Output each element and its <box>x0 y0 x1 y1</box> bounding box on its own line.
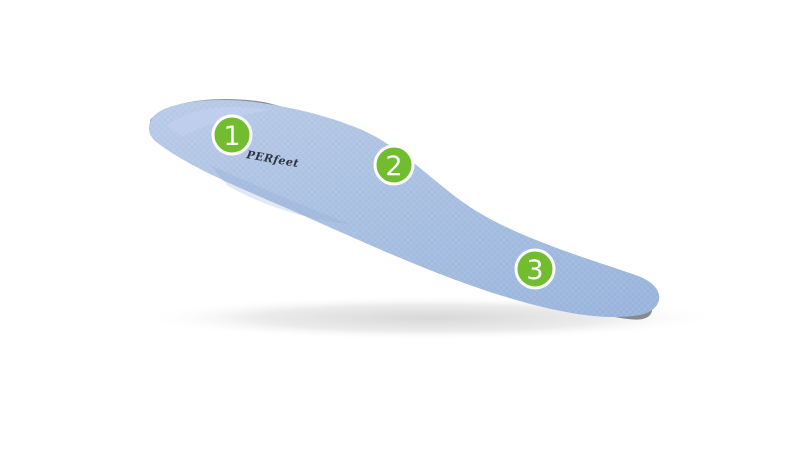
marker-2-label: 2 <box>385 151 402 182</box>
marker-1: 1 <box>211 114 253 156</box>
marker-3-label: 3 <box>526 255 543 286</box>
marker-3: 3 <box>514 248 556 290</box>
marker-1-label: 1 <box>223 121 240 152</box>
marker-2: 2 <box>373 144 415 186</box>
insole-heel-cup-highlight <box>168 106 270 137</box>
